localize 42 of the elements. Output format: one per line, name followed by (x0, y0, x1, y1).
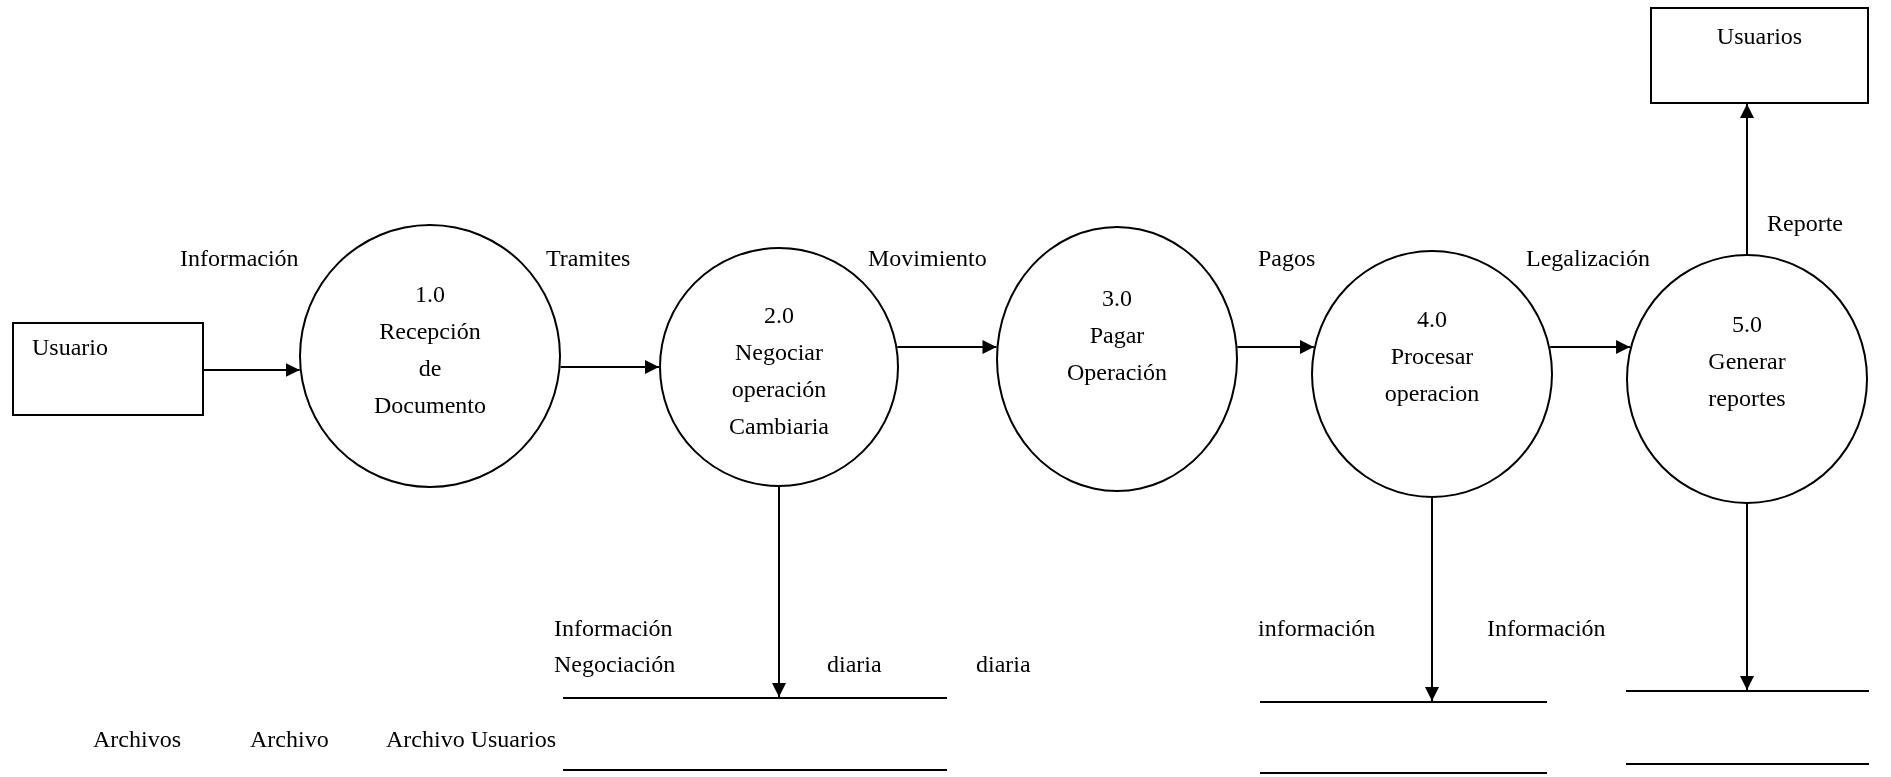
arrow (1236, 340, 1315, 354)
store-label: información (1258, 614, 1376, 642)
store-label: Información (1487, 614, 1606, 642)
edge-label: Pagos (1258, 244, 1316, 272)
entity-name: Usuarios (1715, 23, 1804, 50)
arrow (1740, 103, 1754, 255)
data-store (1260, 701, 1547, 774)
process-number: 5.0 (1732, 310, 1762, 339)
store-label: Archivo (250, 725, 329, 753)
process-number: 4.0 (1417, 305, 1447, 334)
process-name: Negociar operación Cambiaria (728, 338, 830, 441)
store-label: diaria (976, 650, 1031, 678)
arrow (1740, 503, 1754, 691)
data-store (1626, 690, 1869, 765)
process-name: Recepción de Documento (373, 317, 487, 420)
arrow (1549, 340, 1632, 354)
edge-label: Movimiento (868, 244, 987, 272)
arrow (559, 360, 660, 374)
process-name: Generar reportes (1707, 347, 1787, 413)
process-name: Procesar operacion (1383, 342, 1481, 408)
entity-box (12, 322, 204, 416)
edge-label: Tramites (546, 244, 631, 272)
process-number: 1.0 (415, 280, 445, 309)
arrow (896, 340, 998, 354)
store-label: Información (554, 614, 673, 642)
process-circle (996, 226, 1238, 492)
arrow (772, 486, 786, 698)
arrow (203, 363, 301, 377)
entity-name: Usuario (32, 334, 108, 360)
edge-label: Información (180, 244, 299, 272)
process-name: Pagar Operación (1066, 321, 1168, 387)
store-label: Archivo Usuarios (386, 725, 556, 753)
store-label: diaria (827, 650, 882, 678)
store-label: Archivos (93, 725, 181, 753)
process-number: 3.0 (1102, 284, 1132, 313)
edge-label: Legalización (1526, 244, 1650, 272)
data-store (563, 697, 947, 771)
store-label: Negociación (554, 650, 676, 678)
arrow (1425, 497, 1439, 702)
entity-box (1650, 7, 1869, 104)
process-number: 2.0 (764, 301, 794, 330)
edge-label: Reporte (1767, 209, 1843, 237)
